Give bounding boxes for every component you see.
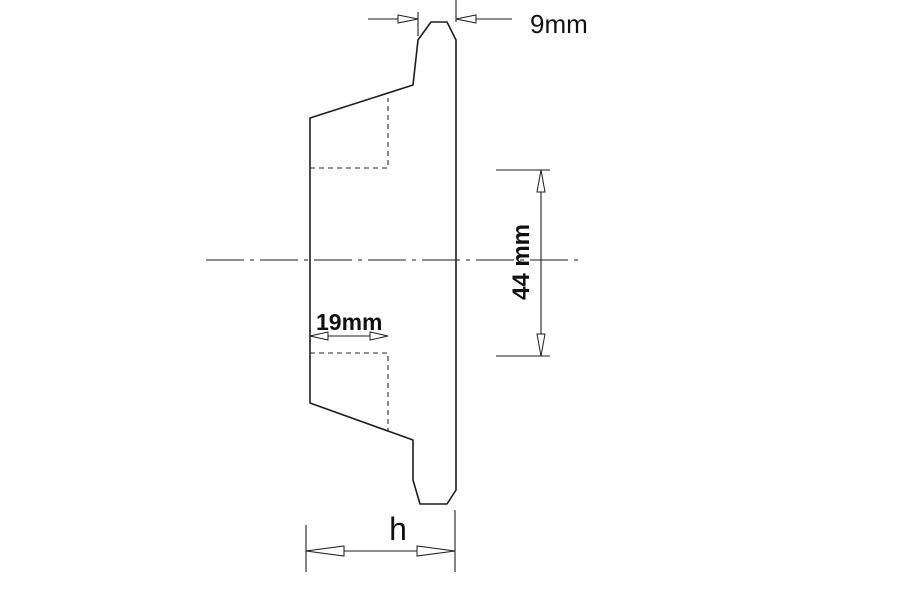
label-hub-depth: 19mm bbox=[316, 309, 382, 335]
arrow-hub-right bbox=[369, 331, 389, 341]
hidden-line-upper-hub bbox=[310, 98, 389, 169]
arrow-tooth-left bbox=[397, 14, 419, 24]
arrow-hub-left bbox=[309, 331, 329, 341]
label-tooth-width: 9mm bbox=[530, 9, 588, 39]
label-bore-radius: 44 mm bbox=[508, 224, 535, 300]
label-overall-width: h bbox=[389, 511, 407, 547]
arrow-width-right bbox=[416, 545, 456, 557]
arrow-width-left bbox=[305, 545, 345, 557]
arrow-radius-top bbox=[536, 169, 546, 193]
arrow-tooth-right bbox=[455, 14, 477, 24]
arrow-radius-bottom bbox=[536, 333, 546, 357]
hidden-line-lower-hub bbox=[310, 352, 389, 432]
part-outline bbox=[309, 21, 457, 505]
